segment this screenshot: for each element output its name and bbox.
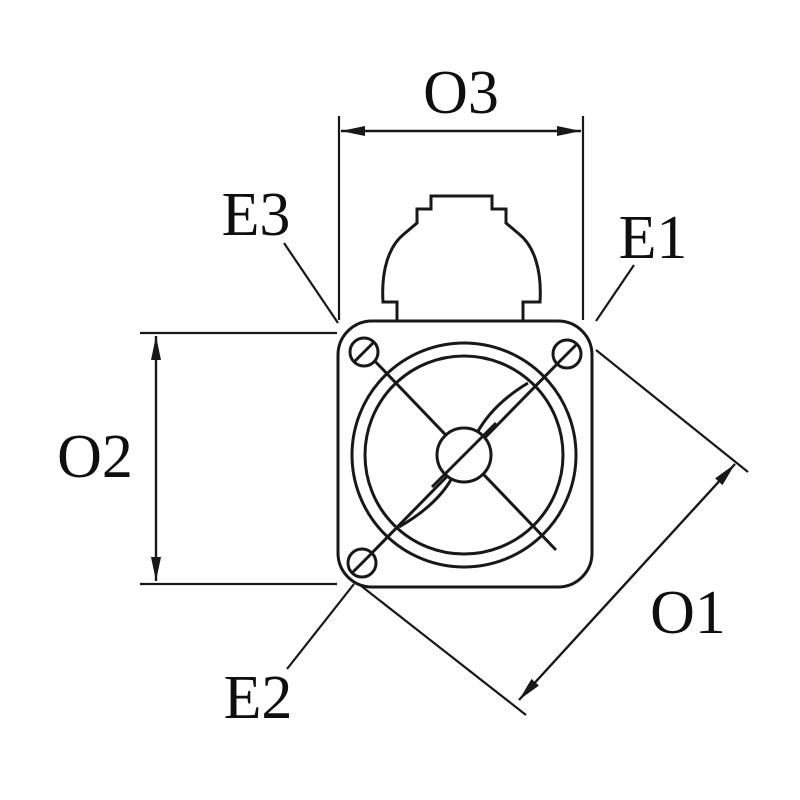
bore-inner-circle — [363, 354, 565, 556]
o1-extension-line-lower — [359, 584, 527, 716]
dimension-o3 — [337, 116, 585, 320]
bolt-hole-top-right-slash — [555, 342, 579, 366]
solenoid-silhouette — [381, 194, 542, 323]
starter-front-view — [336, 194, 594, 589]
dimension-label-o3: O3 — [423, 59, 499, 127]
e1-leader-line — [595, 264, 635, 322]
bolt-hole-top-right — [551, 338, 583, 370]
bolt-hole-top-left — [348, 336, 380, 368]
e2-leader-line — [286, 583, 355, 670]
bore-outer-circle — [350, 341, 578, 569]
shaft-curve-lower-left — [398, 477, 454, 529]
dimension-o1 — [359, 349, 749, 716]
o1-dimension-line — [518, 463, 736, 701]
hole-label-e3: E3 — [222, 181, 291, 249]
hole-label-e2: E2 — [224, 664, 293, 732]
bolt-hole-bottom-left-slash — [350, 551, 374, 575]
o1-extension-line-upper — [595, 349, 749, 473]
hole-label-e1: E1 — [619, 204, 688, 272]
bolt-hole-top-left-slash — [352, 340, 376, 364]
dimension-label-o1: O1 — [650, 579, 726, 647]
dimension-o2 — [140, 331, 337, 586]
shaft-curve-upper-right — [475, 381, 529, 434]
dimension-label-o2: O2 — [57, 423, 133, 491]
bolt-hole-bottom-left — [346, 547, 378, 579]
e3-leader-line — [283, 242, 339, 324]
shaft-pilot-slash — [430, 421, 498, 489]
